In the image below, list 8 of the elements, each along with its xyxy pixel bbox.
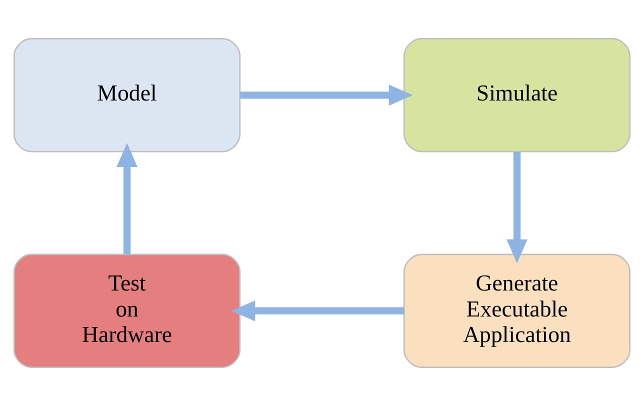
node-box: Model [13, 38, 241, 152]
node-box: Test on Hardware [13, 253, 241, 368]
arrow [231, 300, 404, 321]
node-box: Simulate [403, 38, 631, 152]
arrow [116, 142, 138, 254]
arrow [506, 151, 528, 263]
arrow [240, 84, 413, 106]
node-box: Generate Executable Application [403, 253, 631, 368]
